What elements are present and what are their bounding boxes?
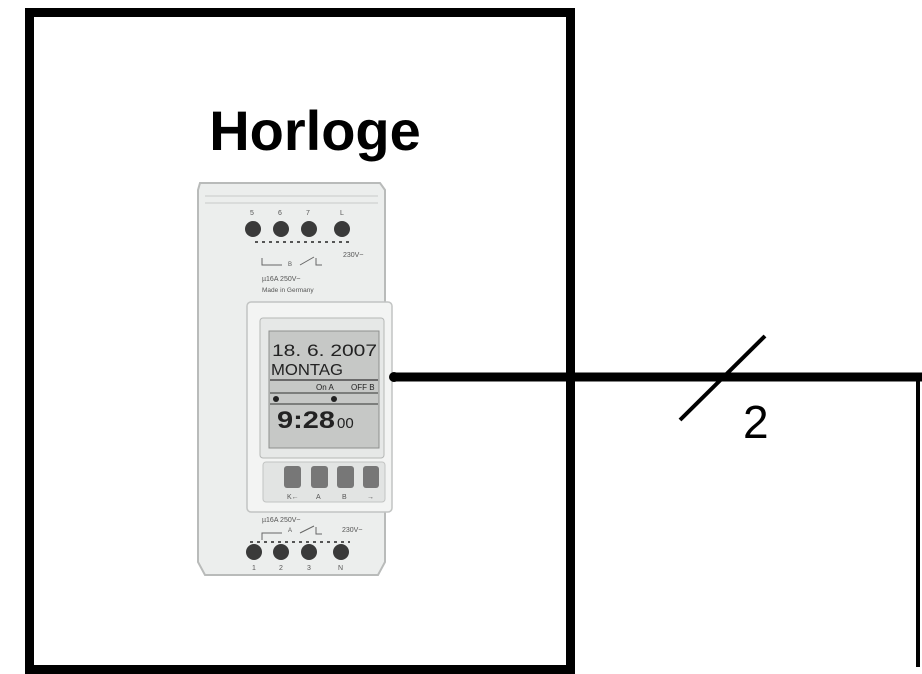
bus-width-label: 2	[743, 396, 769, 448]
terminal-label-top-2: 6	[278, 210, 282, 217]
lcd-day: MONTAG	[271, 362, 343, 379]
button-k[interactable]	[284, 466, 301, 488]
lcd-time: 9:28	[277, 407, 335, 434]
relay-b-label: B	[288, 262, 292, 268]
terminal-screw-top-4	[334, 221, 350, 237]
block-title: Horloge	[209, 99, 421, 162]
button-a[interactable]	[311, 466, 328, 488]
rating-top-voltage: 230V~	[343, 252, 363, 259]
button-label-arrow: →	[367, 494, 374, 501]
terminal-screw-top-3	[301, 221, 317, 237]
connection-start-dot	[389, 372, 399, 382]
button-arrow[interactable]	[363, 466, 379, 488]
button-label-a: A	[316, 494, 321, 501]
terminal-label-bottom-1: 1	[252, 565, 256, 572]
terminal-screw-top-2	[273, 221, 289, 237]
terminal-screw-bottom-1	[246, 544, 262, 560]
relay-a-label: A	[288, 528, 292, 534]
terminal-label-top-3: 7	[306, 210, 310, 217]
terminal-label-top-1: 5	[250, 210, 254, 217]
timer-switch-device: 5 6 7 L B 230V~ µ16A 250V~ Made in Germa…	[197, 182, 393, 576]
lcd-screen	[268, 330, 380, 449]
button-label-b: B	[342, 494, 347, 501]
relay-a-symbol	[261, 525, 322, 540]
lcd-indicator-a-icon	[273, 396, 279, 402]
terminal-screw-top-1	[245, 221, 261, 237]
terminal-label-bottom-3: 3	[307, 565, 311, 572]
terminal-screw-bottom-3	[301, 544, 317, 560]
button-label-k: K←	[287, 494, 299, 501]
terminal-screw-bottom-2	[273, 544, 289, 560]
lcd-channel-a: On A	[316, 383, 334, 392]
rating-bottom-current: µ16A 250V~	[262, 517, 300, 524]
terminal-screw-bottom-4	[333, 544, 349, 560]
rating-top-current: µ16A 250V~	[262, 276, 300, 283]
rating-top-origin: Made in Germany	[262, 287, 314, 294]
lcd-indicator-b-icon	[331, 396, 337, 402]
lcd-seconds: 00	[337, 415, 354, 432]
terminal-label-bottom-4: N	[338, 565, 343, 572]
lcd-date: 18. 6. 2007	[272, 341, 377, 360]
lcd-channel-b: OFF B	[351, 383, 375, 392]
terminal-label-bottom-2: 2	[279, 565, 283, 572]
bus-width-slash	[678, 334, 767, 422]
relay-b-symbol	[261, 256, 322, 266]
terminal-label-top-4: L	[340, 210, 344, 217]
rating-bottom-voltage: 230V~	[342, 527, 362, 534]
button-b[interactable]	[337, 466, 354, 488]
